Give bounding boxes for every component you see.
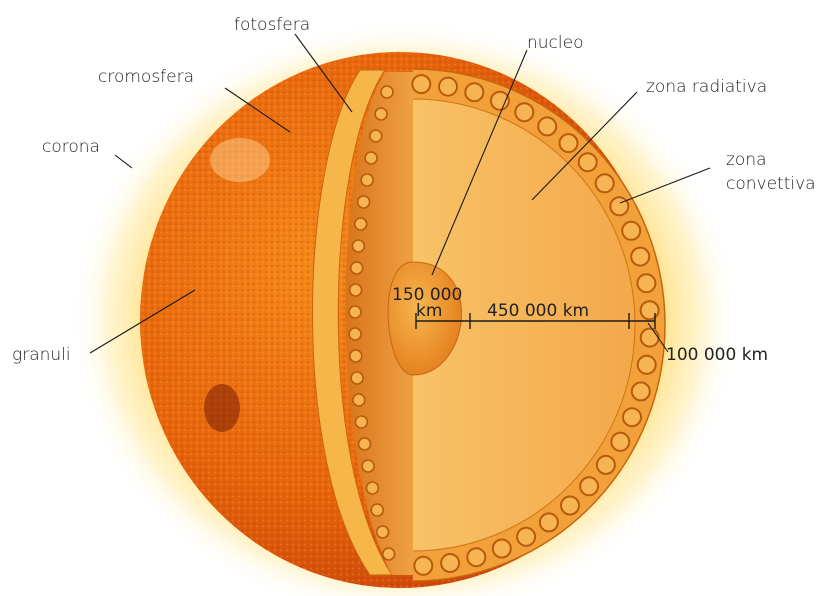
label-zona-convettiva-line2: convettiva <box>726 174 816 194</box>
convection-cell <box>353 394 365 406</box>
convection-cell <box>412 75 430 93</box>
convection-cell <box>351 262 363 274</box>
convection-cell <box>358 196 370 208</box>
convection-cell <box>540 513 558 531</box>
convection-cell <box>493 540 511 558</box>
convection-cell <box>561 497 579 515</box>
convection-cell <box>560 134 578 152</box>
label-fotosfera: fotosfera <box>234 15 310 35</box>
convection-cell <box>517 528 535 546</box>
convection-cell <box>538 117 556 135</box>
convection-cell <box>350 284 362 296</box>
convection-cell <box>351 372 363 384</box>
convection-cell <box>641 301 659 319</box>
convection-cell <box>467 548 485 566</box>
label-zona-convettiva-line1: zona <box>726 150 767 170</box>
convection-cell <box>638 356 656 374</box>
convection-cell <box>596 174 614 192</box>
label-granuli: granuli <box>12 345 71 365</box>
convection-cell <box>414 557 432 575</box>
convection-cell <box>355 416 367 428</box>
convection-cell <box>349 328 361 340</box>
convection-cell <box>352 240 364 252</box>
convection-cell <box>465 83 483 101</box>
convection-cell <box>375 108 387 120</box>
convection-cell <box>365 152 377 164</box>
convection-cell <box>491 92 509 110</box>
convection-cell <box>366 482 378 494</box>
convection-cell <box>610 197 628 215</box>
convection-cell <box>632 382 650 400</box>
label-nucleo: nucleo <box>527 33 583 53</box>
convection-cell <box>579 153 597 171</box>
label-corona: corona <box>42 137 100 157</box>
convection-cell <box>383 548 395 560</box>
scale-radiative-width: 450 000 km <box>487 301 589 321</box>
convection-cell <box>631 248 649 266</box>
convection-cell <box>611 433 629 451</box>
convection-cell <box>350 350 362 362</box>
convection-cell <box>597 456 615 474</box>
convection-cell <box>371 504 383 516</box>
convection-cell <box>370 130 382 142</box>
convection-cell <box>439 78 457 96</box>
convection-cell <box>377 526 389 538</box>
label-zona-radiativa: zona radiativa <box>646 77 767 97</box>
label-cromosfera: cromosfera <box>98 67 194 87</box>
scale-convective-width: 100 000 km <box>666 345 768 365</box>
convection-cell <box>355 218 367 230</box>
convection-cell <box>361 174 373 186</box>
convection-cell <box>441 554 459 572</box>
convection-cell <box>515 103 533 121</box>
convection-cell <box>580 477 598 495</box>
convection-cell <box>359 438 371 450</box>
sunspot <box>204 384 240 432</box>
convection-cell <box>641 329 659 347</box>
convection-cell <box>623 408 641 426</box>
convection-cell <box>349 306 361 318</box>
convection-cell <box>637 274 655 292</box>
convection-cell <box>622 222 640 240</box>
convection-cell <box>381 86 393 98</box>
scale-core-radius-line2: km <box>416 301 442 321</box>
bright-facula <box>210 138 270 182</box>
convection-cell <box>362 460 374 472</box>
